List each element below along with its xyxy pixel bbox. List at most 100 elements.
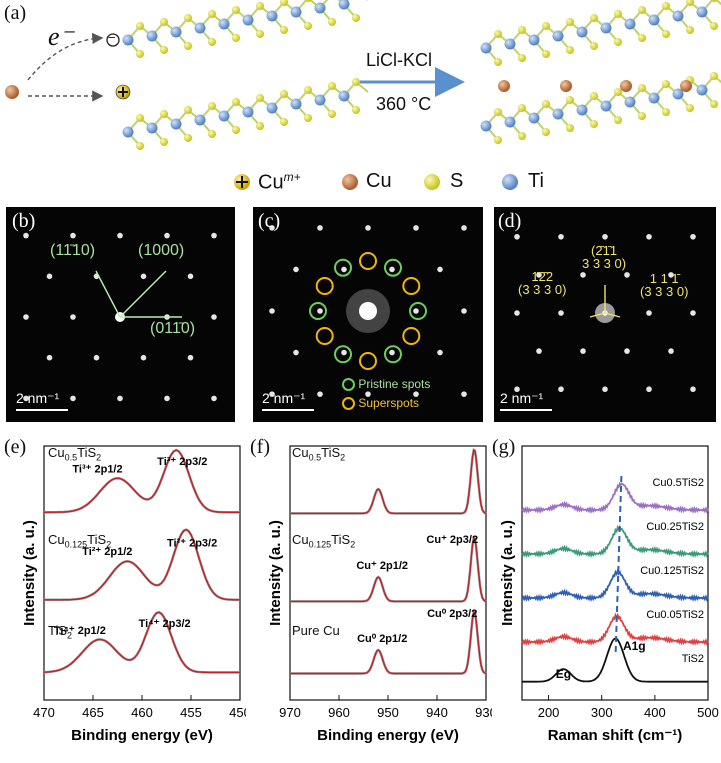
xps-fit: [44, 449, 240, 513]
d-arrow-2: [589, 312, 606, 318]
x-axis-label: Binding energy (eV): [71, 727, 213, 744]
panel-d-image: [494, 207, 716, 422]
diffraction-spot: [580, 272, 586, 278]
peak-label: Ti²⁺ 2p1/2: [82, 546, 132, 558]
x-tick-label: 200: [538, 705, 560, 720]
chart-f: 970960950940930Binding energy (eV)Intens…: [267, 445, 492, 744]
diffraction-spot: [413, 391, 419, 397]
x-tick-label: 460: [131, 705, 153, 720]
diffraction-spot: [317, 225, 323, 231]
peak-label: Ti⁴⁺ 2p1/2: [54, 625, 106, 637]
diffraction-spot: [140, 273, 147, 280]
diffraction-spot: [514, 386, 520, 393]
diffraction-spot: [46, 273, 53, 280]
diffraction-spot: [624, 348, 630, 354]
peak-label: Cu⁺ 2p1/2: [356, 560, 408, 572]
pristine-ring: [309, 302, 327, 320]
diffraction-spot: [461, 391, 467, 397]
peak-label: Ti⁴⁺ 2p3/2: [139, 618, 191, 630]
series-label: Cu0.125TiS2: [640, 565, 704, 577]
diffraction-spot: [514, 310, 520, 316]
x-tick-label: 960: [328, 705, 350, 720]
diffraction-spot: [293, 266, 299, 273]
panel-b-image: [6, 207, 235, 422]
pristine-ring: [334, 258, 352, 277]
panel-c-label: (c): [258, 210, 281, 232]
panel-a-label: (a): [4, 2, 27, 24]
tis2-layer-bottom-left: [122, 78, 369, 150]
panel-c-legend-pristine: Pristine spots: [342, 377, 430, 392]
mode-label: Eg: [556, 667, 571, 681]
legend-ti-label: Ti: [528, 170, 544, 192]
panel-b-ann-2: (1000): [138, 242, 185, 259]
atom-legend: Cum+ Cu S Ti: [232, 170, 692, 196]
diffraction-spot: [269, 225, 275, 231]
diffraction-spot: [580, 348, 586, 354]
pristine-ring: [409, 302, 427, 320]
panel-e-label: (e): [4, 436, 27, 458]
diffraction-spot: [341, 266, 347, 273]
y-axis-label: Intensity (a. u.): [499, 520, 516, 626]
panel-c-scalebar: 2 nm⁻¹: [262, 390, 314, 411]
raman-spectrum: [521, 612, 709, 646]
x-tick-label: 940: [426, 705, 448, 720]
superspot-ring: [359, 252, 377, 270]
diffraction-spot: [646, 233, 652, 240]
diffraction-spot: [365, 225, 371, 231]
diffraction-spot: [437, 349, 443, 356]
peak-label: Cu⁰ 2p1/2: [357, 633, 407, 645]
tis2-layer-top-right: [480, 0, 721, 66]
diffraction-spot: [413, 308, 419, 314]
xps-fit: [290, 536, 487, 603]
diffraction-spot: [187, 354, 194, 361]
x-tick-label: 950: [377, 705, 399, 720]
raman-spectrum: [522, 637, 708, 683]
series-label: Cu0.25TiS2: [646, 521, 704, 533]
panel-d-ann-right: 1 1 1̄(3 3 3 0): [640, 271, 689, 299]
diffraction-spot: [317, 308, 323, 314]
superspot-ring: [402, 277, 421, 295]
intercalated-cu-1: [498, 80, 510, 92]
diffraction-spot: [140, 354, 147, 361]
intercalated-cu-3: [620, 80, 632, 92]
electron-icon: [106, 33, 120, 47]
diffraction-spot: [117, 395, 123, 402]
peak-label: Ti²⁺ 2p3/2: [167, 538, 217, 550]
diffraction-spot: [23, 314, 29, 320]
diffraction-spot: [602, 233, 608, 240]
x-tick-label: 500: [697, 705, 719, 720]
panel-c-legend-super: Superspots: [342, 396, 419, 411]
e-sample-2: Cu0.125TiS2: [48, 532, 112, 550]
diffraction-spot: [624, 272, 630, 278]
diffraction-spot: [437, 266, 443, 273]
diffraction-spot: [187, 273, 194, 280]
diffraction-spot: [461, 225, 467, 231]
superspot-ring: [315, 327, 334, 345]
raman-spectrum: [521, 481, 709, 515]
xps-fit: [290, 610, 487, 675]
diffraction-spot: [70, 395, 76, 402]
diffraction-spot: [690, 386, 696, 393]
legend-cu-label: Cu: [366, 170, 392, 192]
diffraction-spot: [558, 233, 564, 240]
central-spot: [359, 302, 377, 320]
diffraction-spot: [211, 314, 217, 320]
x-tick-label: 450: [229, 705, 246, 720]
tis2-layer-top-left: [122, 0, 368, 58]
series-label: Cu0.5TiS2: [652, 477, 704, 489]
process-temperature: 360 °C: [376, 94, 432, 114]
chart-e: 470465460455450Binding energy (eV)Intens…: [21, 445, 246, 744]
diffraction-spot: [46, 354, 53, 361]
vector-1: [95, 270, 121, 318]
panel-a-schematic: [5, 0, 721, 150]
pristine-ring: [384, 345, 402, 364]
x-tick-label: 970: [279, 705, 301, 720]
diffraction-spot: [164, 232, 170, 239]
plot-frame: [521, 445, 709, 701]
x-tick-label: 470: [33, 705, 55, 720]
y-axis-label: Intensity (a. u.): [267, 520, 284, 626]
process-reagent: LiCl-KCl: [366, 50, 433, 70]
diffraction-spot: [164, 395, 170, 402]
superspot-ring: [402, 327, 421, 345]
